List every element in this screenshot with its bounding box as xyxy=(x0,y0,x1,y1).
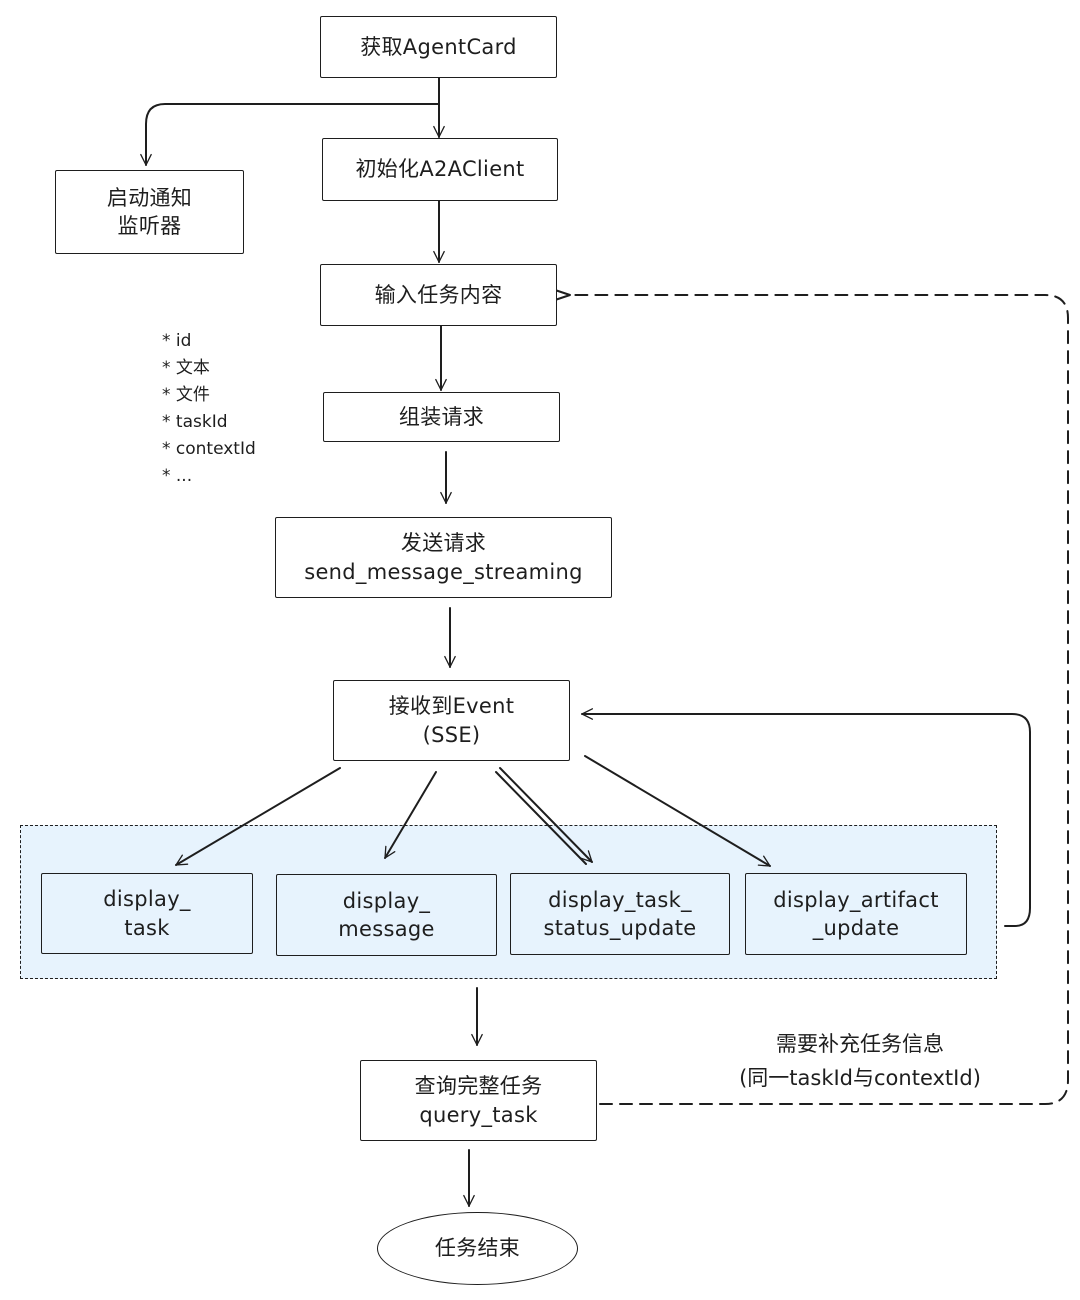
send-request-label-2: send_message_streaming xyxy=(304,559,583,584)
display-task-label-2: task xyxy=(124,915,170,940)
send-request-node: 发送请求 send_message_streaming xyxy=(275,517,612,598)
request-field: * id xyxy=(162,331,192,351)
send-request-label-1: 发送请求 xyxy=(400,531,487,556)
get-agent-card-node: 获取AgentCard xyxy=(320,16,557,78)
request-field: * contextId xyxy=(162,439,256,459)
receive-event-label-2: (SSE) xyxy=(422,722,481,747)
init-client-node: 初始化A2AClient xyxy=(322,138,558,201)
assemble-request-label: 组装请求 xyxy=(398,404,485,429)
dashed-loop-arrow xyxy=(533,282,1069,1105)
init-client-label: 初始化A2AClient xyxy=(355,157,525,182)
start-listener-label-2: 监听器 xyxy=(117,214,182,238)
start-listener-node: 启动通知 监听器 xyxy=(55,170,244,254)
request-field: * 文件 xyxy=(162,385,210,405)
display-message-label-1: display_ xyxy=(342,888,431,913)
display-message-label-2: message xyxy=(338,917,435,941)
display-artifact-update-node: display_artifact _update xyxy=(745,873,967,955)
query-task-label-1: 查询完整任务 xyxy=(414,1074,543,1099)
display-task-label-1: display_ xyxy=(103,887,191,912)
display-task-node: display_ task xyxy=(41,873,253,954)
arrow-to-display-message xyxy=(384,771,437,859)
input-task-node: 输入任务内容 xyxy=(320,264,557,326)
receive-event-label-1: 接收到Event xyxy=(388,694,515,719)
loop-condition-text: 需要补充任务信息 xyxy=(776,1032,944,1056)
start-listener-label-1: 启动通知 xyxy=(106,185,193,210)
loop-condition-label: 需要补充任务信息 (同一taskId与contextId) xyxy=(680,1027,1040,1095)
display-status-update-label-2: status_update xyxy=(543,916,697,940)
arrow-artifact-loop xyxy=(581,708,1031,927)
request-field: * 文本 xyxy=(162,358,210,378)
input-task-label: 输入任务内容 xyxy=(374,282,503,307)
query-task-label-2: query_task xyxy=(419,1102,538,1127)
display-message-node: display_ message xyxy=(276,874,497,956)
arrow-to-display-task xyxy=(175,767,341,866)
arrow-to-display-status xyxy=(499,767,593,863)
display-artifact-update-label-2: _update xyxy=(812,916,900,940)
receive-event-node: 接收到Event (SSE) xyxy=(333,680,570,761)
display-artifact-update-label-1: display_artifact xyxy=(773,887,939,912)
loop-condition-subtext: (同一taskId与contextId) xyxy=(739,1066,981,1090)
query-task-node: 查询完整任务 query_task xyxy=(360,1060,597,1141)
task-end-label: 任务结束 xyxy=(434,1236,521,1261)
request-fields-list: * id * 文本 * 文件 * taskId * contextId * ..… xyxy=(162,328,256,490)
get-agent-card-label: 获取AgentCard xyxy=(360,34,517,59)
display-status-update-label-1: display_task_ xyxy=(548,887,692,912)
assemble-request-node: 组装请求 xyxy=(323,392,560,442)
request-field: * ... xyxy=(162,466,193,486)
task-end-node: 任务结束 xyxy=(377,1212,578,1285)
arrow-to-listener xyxy=(140,103,440,166)
request-field: * taskId xyxy=(162,412,228,432)
display-status-update-node: display_task_ status_update xyxy=(510,873,730,955)
arrow-to-display-artifact xyxy=(584,755,771,867)
